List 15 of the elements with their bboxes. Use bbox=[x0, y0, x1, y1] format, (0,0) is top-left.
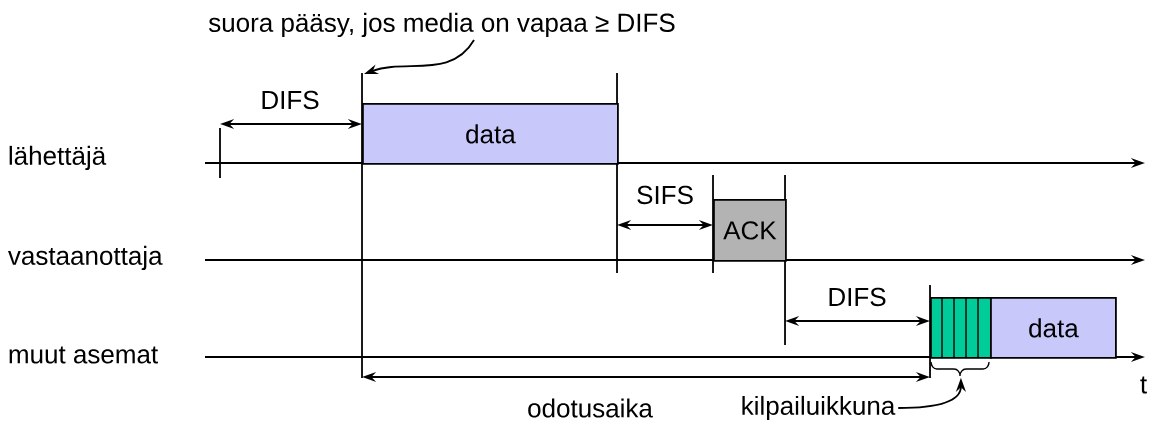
brace bbox=[930, 361, 990, 377]
interval-label: SIFS bbox=[637, 185, 693, 205]
lane-label: lähettäjä bbox=[9, 145, 107, 171]
annotation-text: suora pääsy, jos media on vapaa ≥ DIFS bbox=[208, 12, 675, 38]
data-frame: data bbox=[362, 103, 619, 165]
interval-label: DIFS bbox=[262, 90, 319, 110]
lane-label: vastaanottaja bbox=[8, 245, 163, 271]
lane-label: muut asemat bbox=[9, 346, 158, 364]
data-frame: data bbox=[990, 297, 1117, 359]
interval-label: odotusaika bbox=[528, 398, 653, 418]
annotation-text: kilpailuikkuna bbox=[742, 395, 896, 421]
axis-label: t bbox=[1140, 376, 1147, 394]
ack-frame: ACK bbox=[713, 199, 787, 262]
contention-window bbox=[930, 296, 992, 359]
interval-label: DIFS bbox=[829, 287, 886, 307]
